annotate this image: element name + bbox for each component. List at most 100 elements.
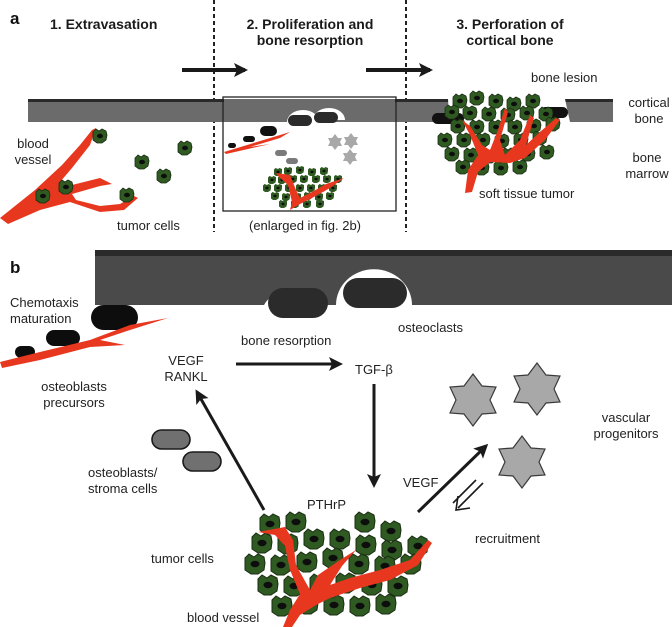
label-blood-vessel-b: blood vessel	[187, 610, 260, 625]
label-bone-resorption: bone resorption	[241, 333, 332, 348]
tumor-cell	[271, 192, 279, 200]
diagram-shape	[452, 479, 477, 504]
osteoclast-1	[268, 288, 328, 318]
label-vascular-progenitors-line2: progenitors	[593, 426, 659, 441]
tumor-cell	[481, 106, 497, 122]
tumor-cell	[257, 574, 279, 596]
label-blood-vessel-a-line1: blood	[17, 136, 49, 151]
label-chemotaxis-line1: Chemotaxis	[10, 295, 79, 310]
diagram-shape	[455, 495, 471, 511]
arrow-recruitment	[452, 479, 484, 511]
diagram-shape	[286, 158, 298, 164]
diagram-shape	[224, 132, 290, 154]
label-bone-lesion: bone lesion	[531, 70, 598, 85]
tumor-cell	[507, 119, 523, 135]
tumor-cell	[300, 175, 308, 183]
tumor-cell	[296, 184, 304, 192]
label-enlarged-note: (enlarged in fig. 2b)	[249, 218, 362, 233]
tumor-cell	[134, 154, 150, 170]
tumor-cell	[355, 534, 377, 556]
label-tgf-beta: TGF-β	[355, 362, 393, 377]
osteoblast-precursor-mid	[46, 330, 80, 346]
label-soft-tissue-tumor: soft tissue tumor	[479, 186, 575, 201]
blood-vessel-stage3	[462, 108, 560, 193]
tumor-cell	[469, 90, 485, 106]
label-bone-marrow: bone marrow	[622, 150, 672, 182]
label-osteoclasts: osteoclasts	[398, 320, 464, 335]
tumor-cell	[177, 140, 193, 156]
tumor-cell	[348, 553, 370, 575]
tumor-cell	[525, 93, 541, 109]
tumor-cell	[316, 200, 324, 208]
tumor-cell	[307, 184, 315, 192]
label-vegf-rankl-line2: RANKL	[164, 369, 208, 384]
tumor-cell	[323, 175, 331, 183]
tumor-cell	[308, 168, 316, 176]
panel-b-letter: b	[10, 258, 21, 277]
tumor-cell	[244, 553, 266, 575]
label-vascular-progenitors-line1: vascular	[601, 410, 651, 425]
vascular-progenitor-2	[513, 362, 561, 416]
tumor-cell	[274, 184, 282, 192]
tumor-cell	[119, 187, 135, 203]
enlarged-region-box	[222, 96, 397, 212]
label-osteoblast-precursors-line2: precursors	[43, 395, 105, 410]
stage-2-title: 2. Proliferation and bone resorption	[240, 16, 380, 48]
stage-3-title-line2: cortical bone	[466, 32, 554, 48]
osteoblast-precursor-large	[91, 305, 138, 330]
stroma-cell-2	[182, 451, 222, 472]
tumor-cell	[381, 539, 403, 561]
tumor-cell	[303, 528, 325, 550]
tumor-cell	[437, 132, 453, 148]
osteoclast-2	[343, 278, 407, 308]
tumor-cell	[512, 159, 528, 175]
tumor-cell	[326, 192, 334, 200]
diagram-shape	[276, 173, 344, 210]
tumor-cell	[296, 551, 318, 573]
label-chemotaxis-line2: maturation	[10, 311, 72, 326]
vascular-progenitor	[343, 149, 357, 165]
tumor-cell	[493, 160, 509, 176]
tumor-cell	[285, 511, 307, 533]
tumor-cell	[488, 93, 504, 109]
diagram-shape	[275, 150, 287, 156]
stage-2-title-line2: bone resorption	[256, 32, 364, 48]
diagram-shape	[288, 115, 312, 126]
tumor-cell	[462, 105, 478, 121]
tumor-cell	[92, 128, 108, 144]
tumor-cell	[456, 132, 472, 148]
diagram-shape	[224, 99, 395, 122]
label-chemotaxis: Chemotaxis maturation	[10, 295, 79, 327]
diagram-shape	[457, 482, 484, 509]
tumor-cell	[279, 200, 287, 208]
tumor-cell	[282, 193, 290, 201]
label-bone-marrow-line1: bone	[632, 150, 662, 165]
label-vegf-rankl-line1: VEGF	[168, 353, 204, 368]
tumor-cell	[354, 511, 376, 533]
label-osteoblast-precursors-line1: osteoblasts	[41, 379, 107, 394]
tumor-cell	[284, 167, 292, 175]
stage-2-title-line1: 2. Proliferation and	[246, 16, 374, 32]
tumor-cell	[375, 593, 397, 615]
diagram-shape	[95, 250, 672, 256]
tumor-cell	[58, 179, 74, 195]
tumor-cell	[444, 146, 460, 162]
tumor-cell	[35, 188, 51, 204]
tumor-cell	[444, 104, 460, 120]
label-osteoblast-precursors: osteoblasts precursors	[36, 379, 112, 411]
tumor-cell	[296, 166, 304, 174]
panel-a-letter: a	[10, 9, 20, 28]
label-blood-vessel-a: blood vessel	[10, 136, 56, 168]
label-vascular-progenitors: vascular progenitors	[586, 410, 666, 442]
stage-3-title-line1: 3. Perforation of	[456, 16, 564, 32]
tumor-cell	[263, 184, 271, 192]
blood-vessel-b	[258, 527, 432, 627]
arrow-vegf-up	[416, 443, 489, 514]
tumor-cell	[380, 520, 402, 542]
label-vegf: VEGF	[403, 475, 439, 490]
label-bone-marrow-line2: marrow	[625, 166, 669, 181]
label-osteoblasts-stroma: osteoblasts/ stroma cells	[88, 465, 157, 497]
vascular-progenitor	[344, 133, 358, 149]
stroma-cell-1	[151, 429, 191, 450]
